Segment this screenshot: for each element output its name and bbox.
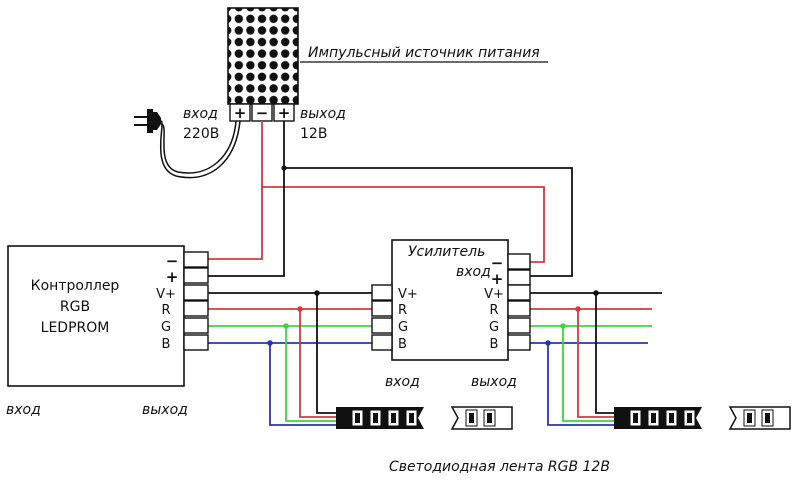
amplifier-title: Усилитель bbox=[408, 244, 485, 260]
psu-terminals: + − + bbox=[229, 103, 295, 122]
controller-pin-label: − bbox=[166, 252, 179, 270]
signal-wires-left bbox=[208, 290, 372, 426]
controller-pin-label: R bbox=[161, 303, 170, 318]
drop-g-1 bbox=[285, 326, 336, 422]
psu-terminal-label: + bbox=[234, 104, 247, 122]
controller-pin-label: + bbox=[166, 268, 179, 286]
strip-label: Светодиодная лента RGB 12В bbox=[389, 459, 610, 475]
power-wires bbox=[208, 121, 573, 277]
controller-input-label: вход bbox=[6, 402, 41, 418]
amplifier-out-pin-label: R bbox=[489, 303, 498, 318]
amplifier-out-pin-label: G bbox=[489, 320, 499, 335]
controller-line2: RGB bbox=[60, 299, 90, 315]
controller-line3: LEDPROM bbox=[41, 320, 110, 336]
wire-plus-controller bbox=[208, 168, 285, 277]
controller-pin-label: G bbox=[161, 320, 171, 335]
wire-minus-amp bbox=[261, 121, 545, 263]
drop-b-2 bbox=[547, 343, 614, 426]
psu-input-voltage: 220В bbox=[183, 126, 219, 142]
drop-vplus-1 bbox=[316, 293, 336, 414]
amplifier-in-pin-label: G bbox=[398, 320, 408, 335]
drop-r-2 bbox=[577, 309, 614, 418]
psu-vent-grille bbox=[227, 7, 299, 105]
junction-dot bbox=[545, 340, 551, 346]
junction-dot bbox=[593, 290, 599, 296]
amplifier-out-pin-label: B bbox=[490, 337, 499, 352]
amplifier-in-pin-label: B bbox=[398, 337, 407, 352]
junction-dot bbox=[267, 340, 273, 346]
amplifier-out-pin-label: + bbox=[491, 270, 504, 288]
amplifier-input-label: вход bbox=[385, 374, 420, 390]
junction-dot bbox=[575, 306, 581, 312]
psu-terminal-label: − bbox=[256, 104, 269, 122]
wire-plus-amp bbox=[283, 121, 573, 277]
controller-pin-label: B bbox=[162, 337, 171, 352]
controller-box bbox=[7, 245, 185, 387]
led-strip-icon bbox=[614, 406, 791, 430]
amplifier-power-input-label: вход bbox=[456, 264, 491, 280]
amplifier: Усилитель вход V+ R G B − + V+ R G B вхо… bbox=[371, 239, 531, 390]
amplifier-in-pin-label: R bbox=[398, 303, 407, 318]
drop-g-2 bbox=[562, 326, 614, 422]
psu-output-label: выход bbox=[300, 106, 346, 122]
drop-r-1 bbox=[299, 309, 336, 418]
drop-vplus-2 bbox=[595, 293, 614, 414]
controller-pins bbox=[183, 251, 209, 351]
drop-b-1 bbox=[269, 343, 336, 426]
signal-wires-right bbox=[530, 290, 662, 426]
psu-terminal-label: + bbox=[278, 104, 291, 122]
amplifier-output-pins bbox=[507, 253, 531, 351]
power-supply: + − + Импульсный источник питания вход 2… bbox=[183, 7, 548, 142]
wire-minus-controller bbox=[208, 187, 263, 260]
controller-line1: Контроллер bbox=[31, 278, 120, 294]
amplifier-input-pins bbox=[371, 284, 393, 351]
psu-label: Импульсный источник питания bbox=[308, 45, 540, 61]
psu-output-voltage: 12В bbox=[300, 126, 327, 142]
junction-dot bbox=[297, 306, 303, 312]
junction-dot bbox=[283, 323, 289, 329]
controller-output-label: выход bbox=[142, 402, 188, 418]
amplifier-in-pin-label: V+ bbox=[398, 287, 418, 302]
amplifier-output-label: выход bbox=[471, 374, 517, 390]
power-plug-icon bbox=[134, 109, 241, 179]
junction-dot bbox=[560, 323, 566, 329]
junction-dot bbox=[314, 290, 320, 296]
psu-input-label: вход bbox=[183, 106, 218, 122]
amplifier-out-pin-label: V+ bbox=[484, 287, 504, 302]
controller: Контроллер RGB LEDPROM − + V+ R G B вход… bbox=[6, 245, 209, 418]
led-strip-icon bbox=[336, 406, 513, 430]
controller-pin-label: V+ bbox=[156, 287, 176, 302]
amplifier-out-pin-label: − bbox=[491, 254, 504, 272]
